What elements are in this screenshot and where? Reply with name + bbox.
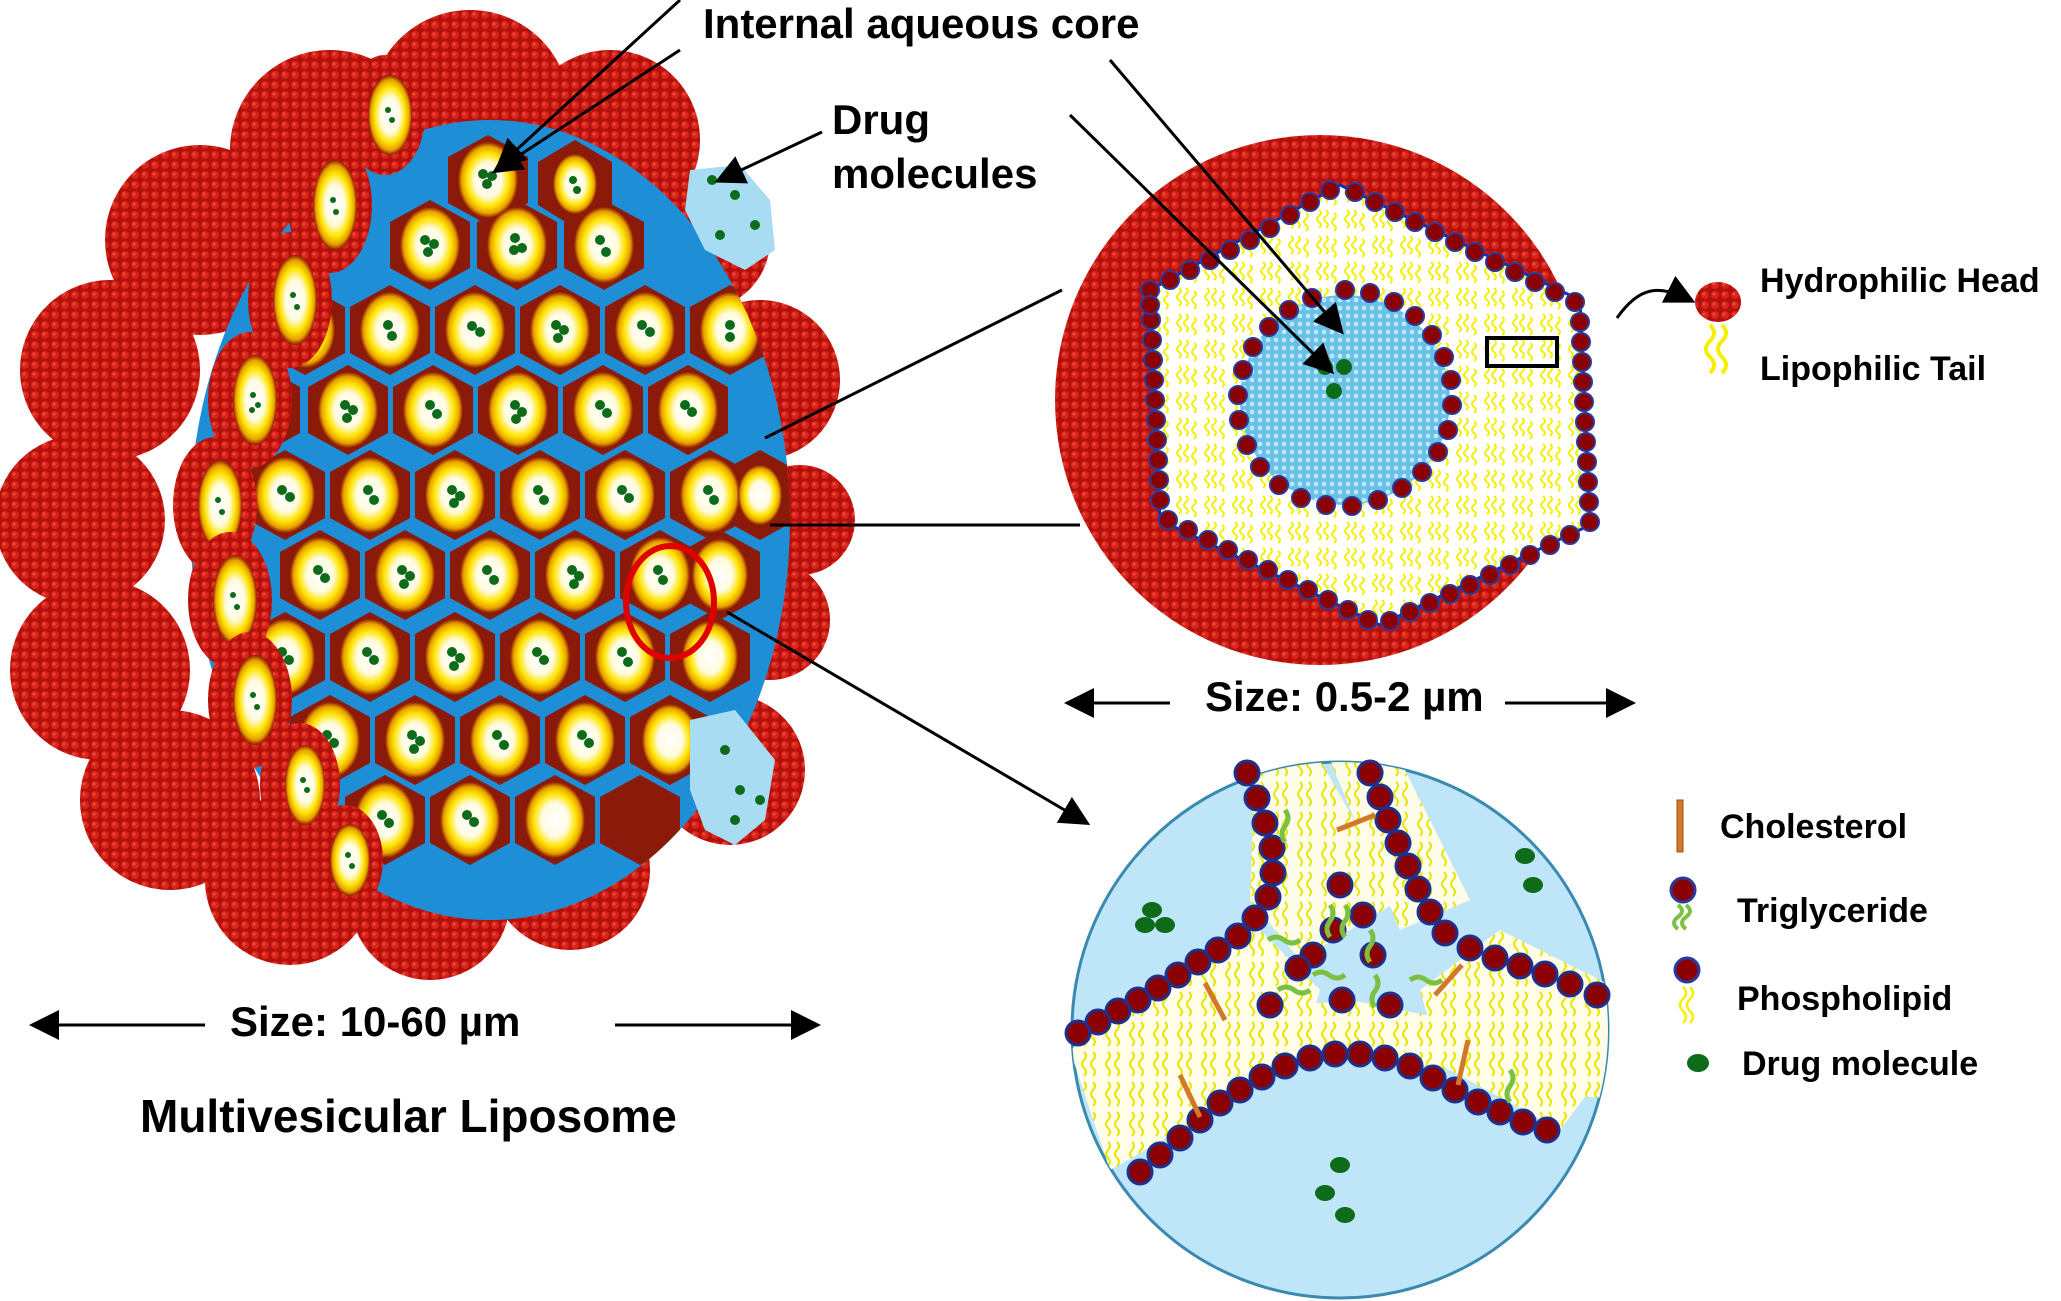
hydrophilic-head-icon (1695, 282, 1741, 322)
legend-label-phospholipid: Phospholipid (1737, 980, 1953, 1018)
cholesterol-rods (1177, 812, 1471, 1119)
legend-label-drug-molecule: Drug molecule (1742, 1045, 1979, 1083)
free-drug-molecules (1135, 848, 1543, 1223)
triglyceride-tails (1266, 808, 1516, 1104)
legend-label-hydrophilic-head: Hydrophilic Head (1760, 262, 2040, 300)
legend-label-triglyceride: Triglyceride (1737, 892, 1928, 930)
phospholipid-head-chain (1064, 759, 1611, 1186)
label-internal-aqueous-core: Internal aqueous core (703, 0, 1140, 47)
legend-icons (1669, 282, 1741, 1072)
label-drug-molecules-line2: molecules (832, 150, 1038, 197)
drug-molecule-icon (1687, 1054, 1709, 1072)
legend-label-lipophilic-tail: Lipophilic Tail (1760, 350, 1987, 388)
zoom-box (1485, 336, 1559, 368)
arrow-to-head-legend (1615, 275, 1696, 319)
arrow-drug-right (1068, 113, 1335, 375)
legend-label-cholesterol: Cholesterol (1720, 808, 1908, 846)
arrow-core-left (495, 0, 682, 170)
label-size-vesicle: Size: 0.5-2 µm (1205, 673, 1484, 720)
phospholipid-icon (1673, 956, 1701, 1024)
cholesterol-icon (1676, 799, 1684, 853)
arrow-core-right (1108, 59, 1344, 335)
arrow-drug-left (714, 130, 823, 184)
leader-lines (28, 0, 1696, 1040)
internal-aqueous-core (1240, 295, 1450, 505)
main-caption: Multivesicular Liposome (140, 1090, 677, 1142)
lipophilic-tail-icon (1704, 323, 1728, 375)
outer-phospholipid-heads (1140, 180, 1600, 631)
label-size-mvl: Size: 10-60 µm (230, 998, 521, 1045)
drug-release-patch (685, 165, 775, 845)
vesicle-cross-section (1055, 135, 1600, 665)
label-drug-molecules-line1: Drug (832, 96, 930, 143)
drug-release-patch-lower (690, 710, 775, 845)
highlight-circle (623, 543, 717, 661)
cut-vesicle-edges (173, 55, 425, 915)
triglyceride-icon (1669, 876, 1697, 931)
membrane-junction-detail (1064, 759, 1611, 1300)
arrow-to-junction (726, 610, 1091, 826)
zoom-line-top (764, 288, 1063, 440)
